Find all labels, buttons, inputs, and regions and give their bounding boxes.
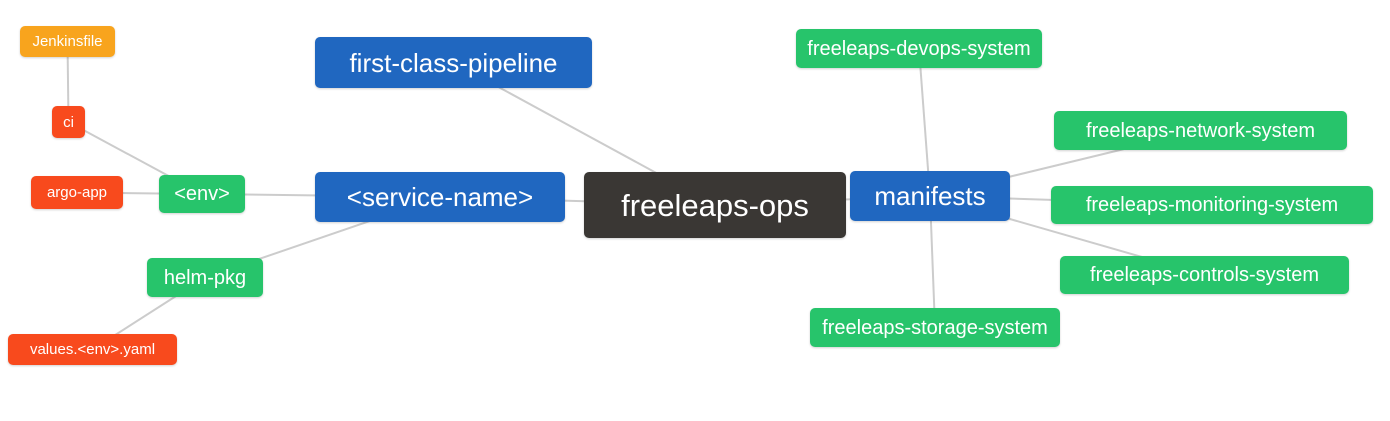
node-freeleaps-monitoring-system[interactable]: freeleaps-monitoring-system — [1051, 186, 1373, 224]
node-freeleaps-controls-system[interactable]: freeleaps-controls-system — [1060, 256, 1349, 294]
node-freeleaps-devops-system[interactable]: freeleaps-devops-system — [796, 29, 1042, 68]
node-ci[interactable]: ci — [52, 106, 85, 138]
node-freeleaps-network-system[interactable]: freeleaps-network-system — [1054, 111, 1347, 150]
node-freeleaps-storage-system[interactable]: freeleaps-storage-system — [810, 308, 1060, 347]
node-service-name[interactable]: <service-name> — [315, 172, 565, 222]
node-helm-pkg[interactable]: helm-pkg — [147, 258, 263, 297]
node-env[interactable]: <env> — [159, 175, 245, 213]
node-values-env-yaml[interactable]: values.<env>.yaml — [8, 334, 177, 365]
node-jenkinsfile[interactable]: Jenkinsfile — [20, 26, 115, 57]
node-manifests[interactable]: manifests — [850, 171, 1010, 221]
node-first-class-pipeline[interactable]: first-class-pipeline — [315, 37, 592, 88]
node-argo-app[interactable]: argo-app — [31, 176, 123, 209]
node-freeleaps-ops[interactable]: freeleaps-ops — [584, 172, 846, 238]
